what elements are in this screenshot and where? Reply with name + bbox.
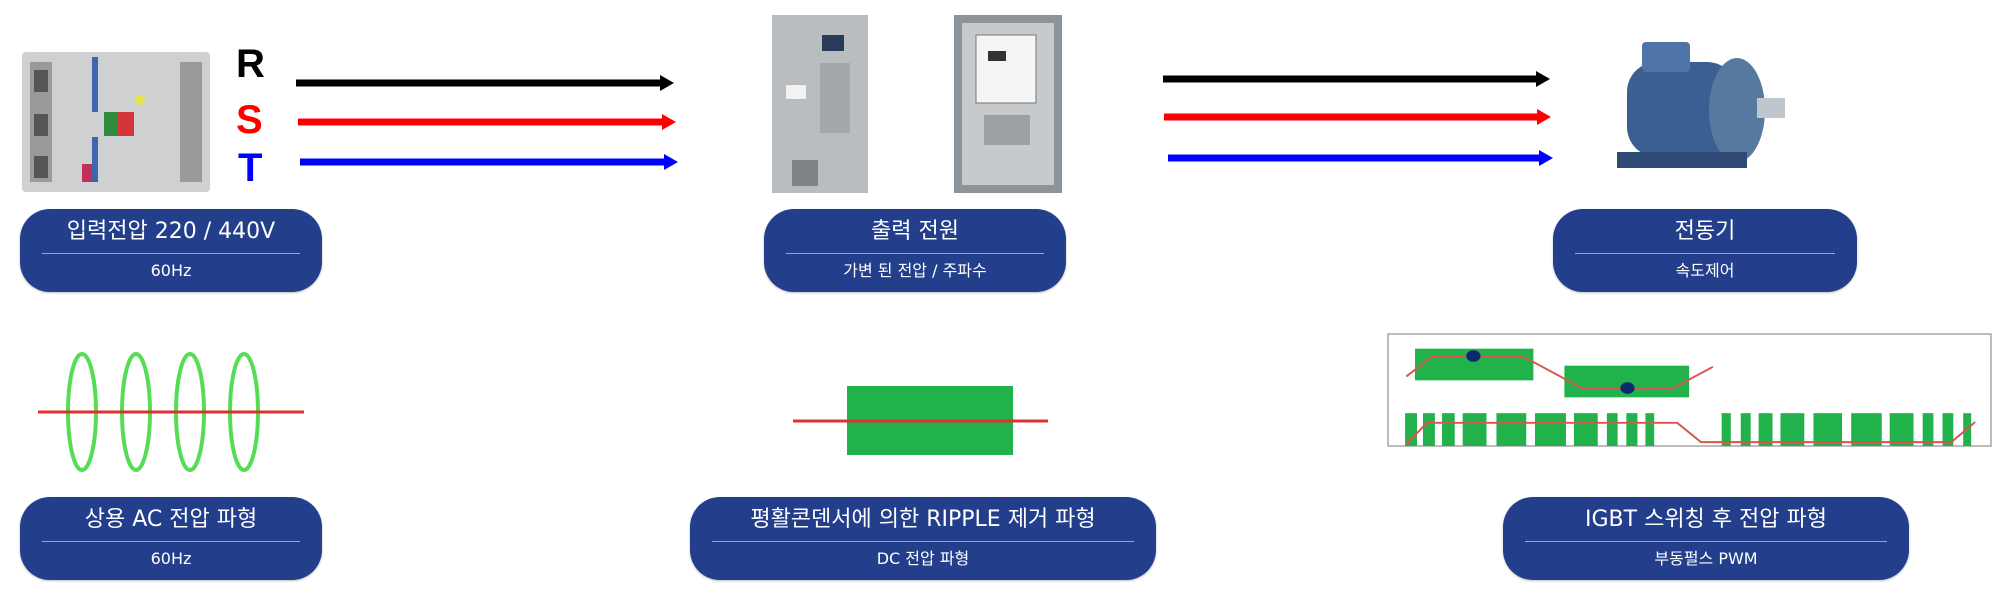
input-voltage-title: 입력전압 220 / 440V [66, 219, 276, 244]
pwm-dot [1466, 350, 1481, 362]
pwm-pulse-bar [1758, 413, 1773, 446]
ac-waveform-title: 상용 AC 전압 파형 [84, 507, 258, 532]
pwm-pulse-bar [1442, 413, 1455, 446]
motor-subtitle: 속도제어 [1675, 261, 1735, 280]
pwm-pulse-bar [1922, 413, 1934, 446]
divider [1575, 253, 1835, 254]
pwm-sine-bottom [1405, 421, 1976, 445]
pwm-pulse-bar [1645, 413, 1655, 446]
divider [712, 541, 1134, 542]
pwm-pulse-bar [1889, 413, 1914, 446]
phase-t-label: T [238, 146, 263, 190]
divider [42, 541, 300, 542]
motor-label: 전동기 속도제어 [1553, 209, 1857, 292]
arrow-r [296, 75, 674, 91]
pwm-pulse-bar [1573, 413, 1598, 446]
divider [1525, 541, 1887, 542]
arrow-t [300, 154, 678, 170]
arrow-s [298, 114, 676, 130]
inverter-panel-image [772, 15, 868, 193]
dc-waveform-label: 평활콘덴서에 의한 RIPPLE 제거 파형 DC 전압 파형 [690, 497, 1156, 580]
ac-waveform-subtitle: 60Hz [150, 549, 192, 568]
output-power-title: 출력 전원 [871, 219, 959, 244]
phase-s-label: S [236, 98, 263, 142]
pwm-pulse-bar [1606, 413, 1618, 446]
output-power-subtitle: 가변 된 전압 / 주파수 [843, 261, 987, 280]
pwm-dot [1620, 382, 1635, 394]
divider [786, 253, 1044, 254]
ac-waveform [38, 352, 304, 472]
phase-r-label: R [236, 42, 265, 86]
phase-arrows-output [1163, 71, 1553, 166]
pwm-pulse-bar [1942, 413, 1954, 446]
pwm-waveform-label: IGBT 스위칭 후 전압 파형 부동펄스 PWM [1503, 497, 1909, 580]
pwm-pulse-bar [1626, 413, 1638, 446]
circuit-breaker-image [22, 52, 210, 192]
pwm-pulse-bar [1462, 413, 1487, 446]
pwm-waveform [1387, 333, 1992, 447]
electric-motor-image [1617, 42, 1785, 168]
ac-waveform-label: 상용 AC 전압 파형 60Hz [20, 497, 322, 580]
pwm-pulse-bar [1496, 413, 1527, 446]
pwm-pulse-bar [1813, 413, 1843, 446]
pwm-pulse-bar [1405, 413, 1417, 446]
arrow-r-out [1163, 71, 1550, 87]
dc-waveform-subtitle: DC 전압 파형 [876, 549, 970, 568]
dc-waveform-title: 평활콘덴서에 의한 RIPPLE 제거 파형 [750, 507, 1096, 532]
dc-waveform [793, 386, 1048, 455]
pwm-pulse-bar [1534, 413, 1566, 446]
pwm-pulse-bar [1422, 413, 1435, 446]
arrow-s-out [1164, 109, 1551, 125]
input-voltage-label: 입력전압 220 / 440V 60Hz [20, 209, 322, 292]
pwm-sine-top [1405, 355, 1714, 390]
output-power-label: 출력 전원 가변 된 전압 / 주파수 [764, 209, 1066, 292]
input-voltage-subtitle: 60Hz [150, 261, 192, 280]
arrow-t-out [1168, 150, 1553, 166]
pwm-pulse-bar [1721, 413, 1731, 446]
pwm-pulse-bar [1740, 413, 1751, 446]
pwm-waveform-title: IGBT 스위칭 후 전압 파형 [1585, 507, 1827, 532]
motor-title: 전동기 [1674, 219, 1736, 244]
divider [42, 253, 300, 254]
inverter-open-panel-image [954, 15, 1062, 193]
phase-arrows-input [296, 75, 678, 170]
pwm-pulse-bar [1851, 413, 1882, 446]
pwm-pulse-bar [1780, 413, 1805, 446]
pwm-waveform-subtitle: 부동펄스 PWM [1654, 549, 1758, 568]
